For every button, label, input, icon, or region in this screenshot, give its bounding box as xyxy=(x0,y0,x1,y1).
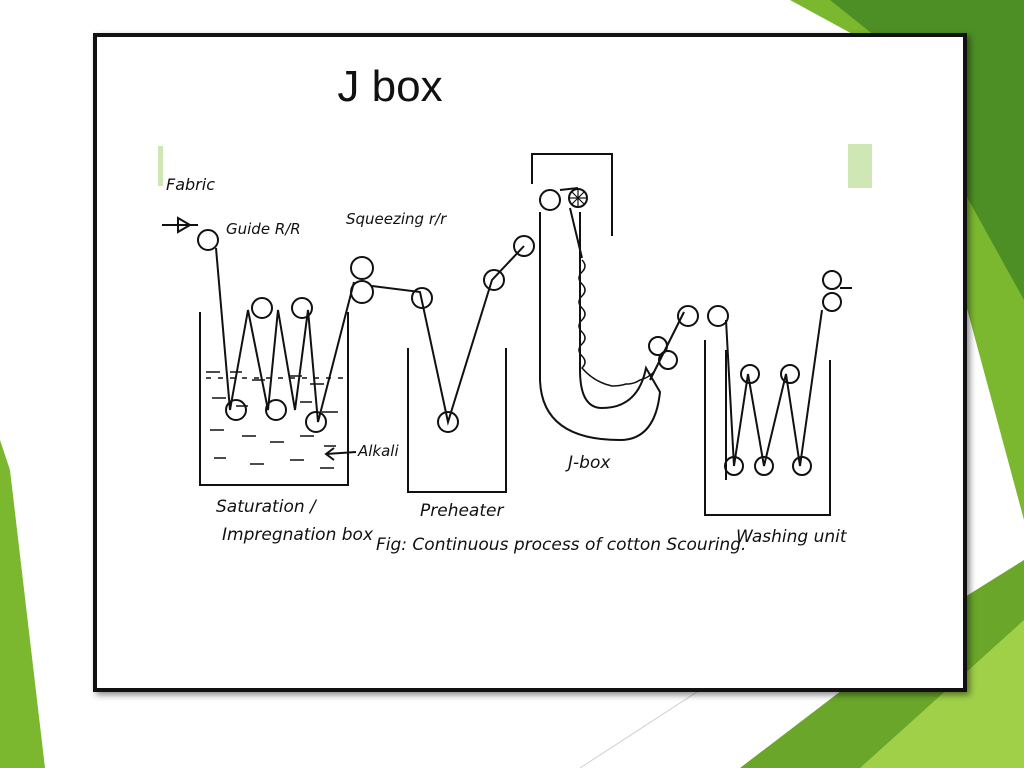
jbox-hood xyxy=(531,153,613,236)
jbox-entry-roller xyxy=(539,189,561,211)
washing-top-roller-2 xyxy=(780,364,800,384)
label-jbox: J-box xyxy=(565,453,611,473)
fabric-arrow-head xyxy=(177,216,192,234)
label-saturation-1: Saturation / xyxy=(216,497,318,517)
alkali-pointer xyxy=(325,451,357,455)
saturation-bottom-roller-3 xyxy=(305,411,327,433)
washing-top-roller-1 xyxy=(740,364,760,384)
preheater-roller-3 xyxy=(513,235,535,257)
diagram-lines xyxy=(162,153,852,516)
washing-unit-tank xyxy=(704,340,831,516)
washing-bottom-roller-2 xyxy=(754,456,774,476)
washing-exit-roller-bottom xyxy=(822,292,842,312)
washing-guide-roller-1 xyxy=(677,305,699,327)
label-saturation-2: Impregnation box xyxy=(222,525,374,545)
jbox-process-diagram: Fabric Guide R/R Squeezing r/r Alkali Sa… xyxy=(158,144,872,555)
label-squeezing-roller: Squeezing r/r xyxy=(346,210,447,228)
washing-guide-roller-2 xyxy=(707,305,729,327)
label-fabric: Fabric xyxy=(166,175,215,194)
label-washing-unit: Washing unit xyxy=(736,527,848,547)
saturation-box xyxy=(199,312,349,486)
label-alkali: Alkali xyxy=(357,442,399,460)
label-preheater: Preheater xyxy=(420,501,504,521)
scan-artifact-right xyxy=(848,144,872,188)
preheater-roller-2 xyxy=(483,269,505,291)
saturation-top-roller-1 xyxy=(251,297,273,319)
squeezing-roller-bottom xyxy=(350,280,374,304)
label-guide-roller: Guide R/R xyxy=(226,220,301,238)
jbox-feed-line xyxy=(569,207,583,259)
preheater-roller-1 xyxy=(411,287,433,309)
fabric-path-preheater xyxy=(371,245,525,426)
jbox-exit-roller-2 xyxy=(658,350,678,370)
saturation-top-roller-2 xyxy=(291,297,313,319)
figure-caption: Fig: Continuous process of cotton Scouri… xyxy=(376,535,746,555)
jbox-vessel xyxy=(539,212,662,442)
green-accent-top-right-dark xyxy=(830,0,1024,300)
washing-bottom-roller-1 xyxy=(724,456,744,476)
washing-exit-roller-top xyxy=(822,270,842,290)
slide-title: J box xyxy=(337,62,443,111)
green-accent-bottom-right-light xyxy=(860,620,1024,768)
preheater-bottom-roller xyxy=(437,411,459,433)
washing-bottom-roller-3 xyxy=(792,456,812,476)
thin-decor-line xyxy=(579,689,701,768)
alkali-liquor xyxy=(206,371,346,469)
green-accent-left xyxy=(0,440,45,768)
saturation-bottom-roller-2 xyxy=(265,399,287,421)
squeezing-roller-top xyxy=(350,256,374,280)
jbox-fabric-plaited xyxy=(578,259,655,387)
saturation-bottom-roller-1 xyxy=(225,399,247,421)
fabric-path-saturation xyxy=(215,247,355,423)
fabric-path-washing xyxy=(725,309,823,467)
scan-artifact-left xyxy=(158,146,163,186)
preheater-box xyxy=(407,348,507,493)
guide-roller xyxy=(197,229,219,251)
